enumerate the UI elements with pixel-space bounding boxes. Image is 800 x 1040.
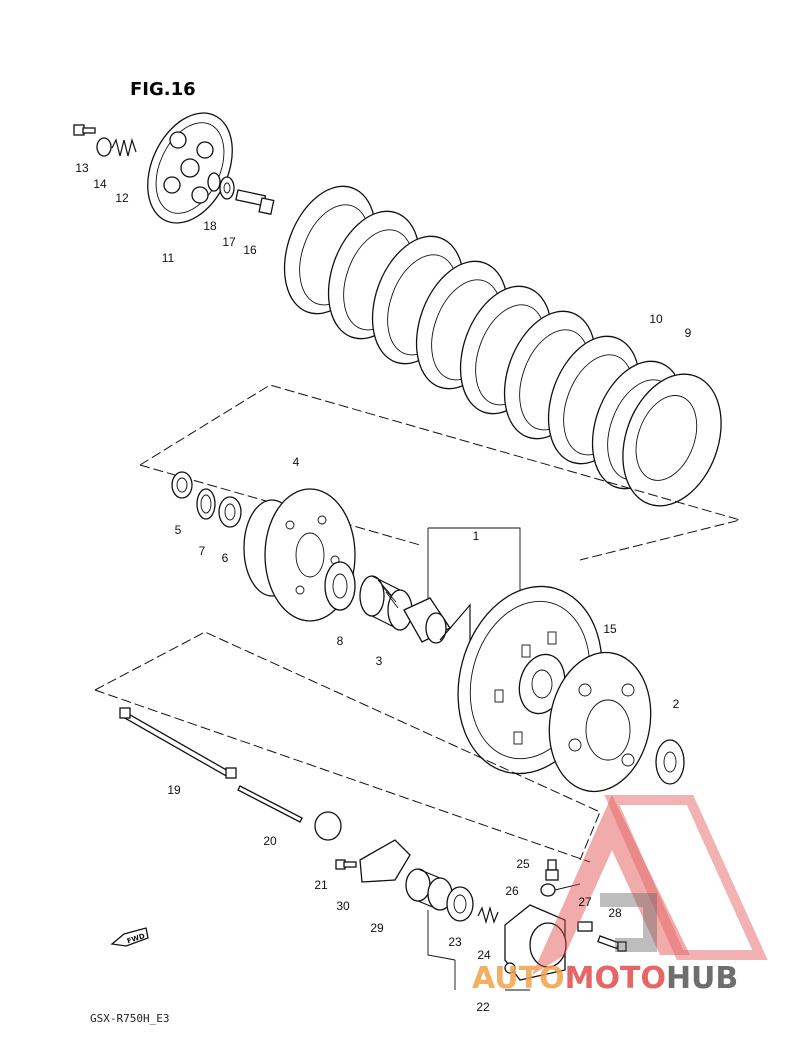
part-label-washer: 7 xyxy=(199,544,206,558)
part-label-bolt-13: 13 xyxy=(75,161,89,175)
part-label-dowel-pin: 27 xyxy=(578,895,592,909)
brand-word-moto: MOTO xyxy=(565,961,666,996)
part-label-cap-26: 26 xyxy=(505,884,519,898)
part-label-thrust-washer: 2 xyxy=(673,697,680,711)
part-label-lock-washer: 6 xyxy=(222,551,229,565)
part-label-push-piece: 16 xyxy=(243,243,257,257)
fwd-arrow: FWD xyxy=(110,927,149,947)
pressure-plate-shape xyxy=(147,112,233,224)
dowel-27-shape xyxy=(577,921,593,932)
part-label-bleeder-valve: 25 xyxy=(516,857,530,871)
bolt-28-shape xyxy=(597,935,627,952)
part-label-drive-plate: 9 xyxy=(685,326,692,340)
brand-g-mark xyxy=(600,893,657,952)
part-label-clutch-spring: 12 xyxy=(115,191,129,205)
bleeder-25-shape xyxy=(545,859,559,881)
part-label-driven-plate: 10 xyxy=(649,312,663,326)
part-label-bolt-28: 28 xyxy=(608,906,622,920)
part-label-release-cylinder: 22 xyxy=(476,1000,490,1014)
drive-plate-9 xyxy=(622,373,722,507)
primary-gear-bracket xyxy=(427,527,521,600)
part-label-sleeve-hub: 4 xyxy=(293,455,300,469)
thrust-washer-2-shape xyxy=(655,739,685,785)
washer-7-shape xyxy=(196,488,216,520)
part-label-push-rod-20: 20 xyxy=(263,834,277,848)
seal-shape xyxy=(446,886,474,922)
bolt-30-shape xyxy=(335,859,357,870)
lock-washer-6-shape xyxy=(218,496,242,528)
nut-5-shape xyxy=(171,471,193,499)
brand-word-auto: AUTO xyxy=(472,961,565,996)
figure-title: FIG.16 xyxy=(130,79,196,100)
push-rod-group xyxy=(119,707,627,991)
piston-23-shape xyxy=(405,868,453,911)
brand-triangle-red xyxy=(532,795,690,975)
oil-pump-gear-15-shape xyxy=(548,651,652,793)
cap-21-shape xyxy=(314,811,342,841)
bearing-17-shape xyxy=(219,176,235,200)
washer-18-shape xyxy=(207,172,221,192)
release-cylinder-22-shape xyxy=(504,904,567,981)
part-label-pressure-plate: 11 xyxy=(162,251,175,265)
part-label-oil-pump-drive-gear: 15 xyxy=(603,622,617,636)
part-label-piston: 23 xyxy=(448,935,462,949)
part-label-washer-14: 14 xyxy=(93,177,107,191)
push-rod-outline xyxy=(94,631,601,863)
brand-wordmark: AUTOMOTOHUB xyxy=(472,961,738,996)
part-label-thrust-washer-8: 8 xyxy=(337,634,344,648)
part-label-bolt-30: 30 xyxy=(336,899,350,913)
part-label-bearing: 17 xyxy=(222,235,236,249)
push-piece-16-shape xyxy=(235,189,275,215)
part-label-spring-24: 24 xyxy=(477,948,491,962)
push-rod-20-shape xyxy=(237,785,303,823)
cap-26-shape xyxy=(540,883,556,897)
thrust-washer-8-shape xyxy=(324,561,356,611)
push-rod-19-shape xyxy=(122,711,231,778)
washer-14-shape xyxy=(96,137,112,157)
part-label-nut: 5 xyxy=(175,523,182,537)
part-label-needle-bearing: 3 xyxy=(376,654,383,668)
brand-logo: AUTOMOTOHUB xyxy=(472,795,768,996)
part-label-push-rod-19: 19 xyxy=(167,783,181,797)
spring-12-shape xyxy=(111,137,137,157)
footer-code: GSX-R750H_E3 xyxy=(90,1012,169,1025)
hub-group xyxy=(171,471,685,793)
part-number-labels: 1234567891011121314151617181920212223242… xyxy=(75,161,691,1014)
gasket-29-shape xyxy=(359,839,411,883)
brand-word-hub: HUB xyxy=(666,961,738,996)
part-label-primary-driven-gear-assembly: 1 xyxy=(473,529,480,543)
drive-plate-9-inner xyxy=(635,395,698,481)
bolt-13-shape xyxy=(73,124,96,136)
needle-bearing-3-shape xyxy=(359,575,413,631)
part-label-washer-18: 18 xyxy=(203,219,217,233)
part-label-cap: 21 xyxy=(314,878,328,892)
part-label-gasket: 29 xyxy=(370,921,384,935)
pressure-plate-group xyxy=(73,112,275,224)
spring-24-shape xyxy=(477,905,499,925)
clutch-plates-stack xyxy=(283,185,722,507)
